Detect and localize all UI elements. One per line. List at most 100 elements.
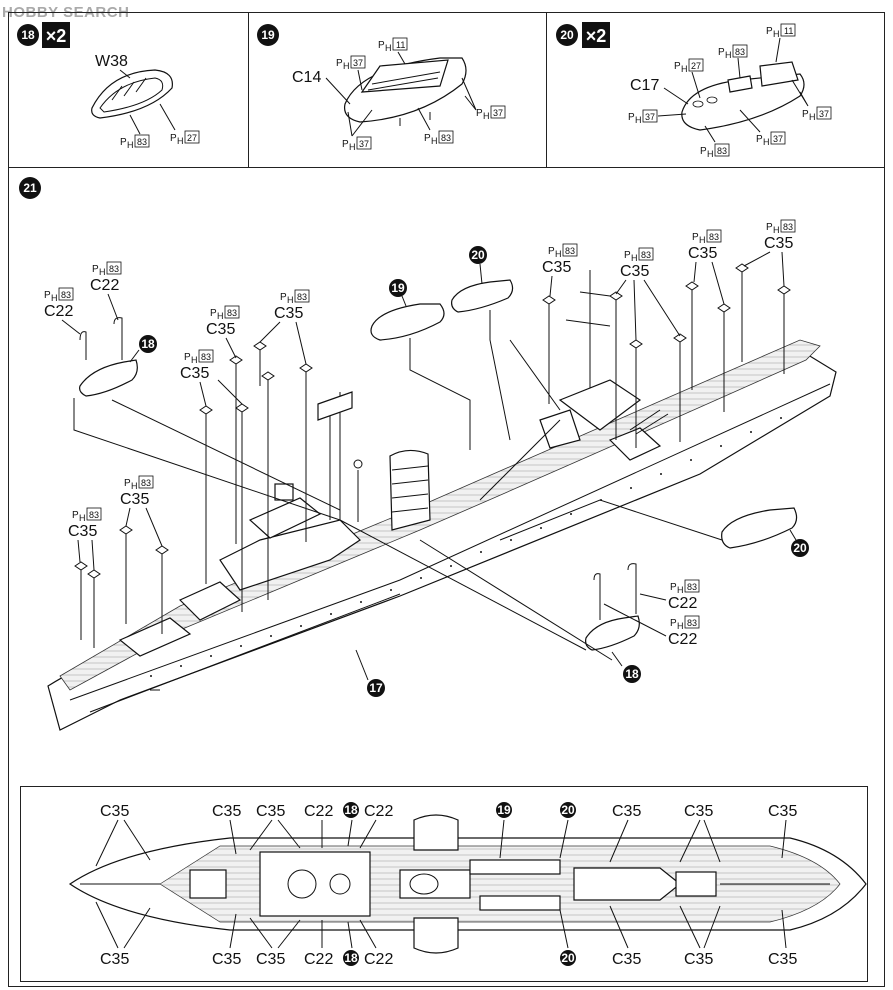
- svg-text:20: 20: [560, 28, 574, 42]
- mg-c35-group: [74, 263, 791, 648]
- svg-text:83: 83: [201, 352, 211, 362]
- svg-text:18: 18: [21, 28, 35, 42]
- svg-text:H: H: [349, 142, 356, 152]
- svg-text:P: P: [670, 582, 677, 593]
- svg-text:H: H: [51, 293, 58, 303]
- svg-text:H: H: [725, 50, 732, 60]
- step-18-badge: 18: [17, 24, 39, 46]
- svg-text:P: P: [674, 61, 681, 72]
- svg-text:C22: C22: [364, 951, 393, 968]
- svg-text:H: H: [483, 111, 490, 121]
- svg-text:P: P: [92, 264, 99, 275]
- svg-text:P: P: [378, 40, 385, 51]
- paint-ref-20-a: P H 83: [718, 44, 748, 60]
- svg-text:83: 83: [565, 246, 575, 256]
- svg-text:11: 11: [396, 40, 405, 50]
- plan-leader-lines: [95, 819, 787, 949]
- svg-text:27: 27: [691, 61, 701, 71]
- svg-text:P: P: [548, 246, 555, 257]
- badge-18-right: 18: [623, 665, 641, 683]
- svg-text:C35: C35: [212, 803, 241, 820]
- svg-text:H: H: [555, 249, 562, 259]
- svg-text:20: 20: [793, 541, 807, 555]
- svg-text:C35: C35: [256, 951, 285, 968]
- svg-text:P: P: [210, 308, 217, 319]
- svg-text:C35: C35: [120, 491, 149, 508]
- svg-text:P: P: [756, 134, 763, 145]
- svg-text:H: H: [699, 235, 706, 245]
- svg-text:H: H: [217, 311, 224, 321]
- svg-text:P: P: [120, 137, 127, 148]
- svg-text:20: 20: [471, 248, 485, 262]
- svg-text:C22: C22: [668, 631, 697, 648]
- svg-text:C35: C35: [684, 803, 713, 820]
- rowboat-w38: [91, 69, 173, 119]
- svg-text:37: 37: [773, 134, 783, 144]
- svg-text:83: 83: [735, 47, 745, 57]
- svg-text:21: 21: [23, 181, 37, 195]
- svg-text:83: 83: [441, 133, 451, 143]
- svg-text:C35: C35: [212, 951, 241, 968]
- svg-text:37: 37: [359, 139, 369, 149]
- svg-text:37: 37: [353, 58, 363, 68]
- svg-text:C22: C22: [364, 803, 393, 820]
- svg-text:P: P: [72, 510, 79, 521]
- svg-text:×2: ×2: [46, 26, 67, 46]
- svg-text:P: P: [342, 139, 349, 150]
- svg-text:H: H: [177, 136, 184, 146]
- paint-ref-18a: P H 83: [120, 134, 150, 150]
- svg-text:C35: C35: [542, 259, 571, 276]
- motor-boat-c17: [681, 61, 805, 131]
- svg-text:H: H: [707, 149, 714, 159]
- svg-text:H: H: [191, 355, 198, 365]
- svg-text:P: P: [692, 232, 699, 243]
- svg-text:20: 20: [561, 803, 575, 817]
- svg-text:P: P: [802, 109, 809, 120]
- paint-ref-20-b: P H 27: [674, 58, 704, 74]
- svg-text:83: 83: [137, 137, 147, 147]
- aft-mast: [539, 270, 642, 449]
- part-label-c17: C17: [630, 77, 659, 94]
- aft-turret: [608, 409, 669, 461]
- svg-text:83: 83: [109, 264, 119, 274]
- svg-text:H: H: [385, 43, 392, 53]
- paint-ref-20-e: P H 37: [756, 131, 786, 147]
- svg-text:P: P: [718, 47, 725, 58]
- svg-text:20: 20: [561, 951, 575, 965]
- svg-text:83: 83: [709, 232, 719, 242]
- svg-text:H: H: [431, 136, 438, 146]
- paint-ref-18b: P H 27: [170, 130, 200, 146]
- svg-text:83: 83: [783, 222, 793, 232]
- step-18-multiplier: ×2: [42, 22, 70, 48]
- svg-text:H: H: [287, 295, 294, 305]
- svg-text:H: H: [677, 585, 684, 595]
- svg-text:83: 83: [141, 478, 151, 488]
- svg-text:H: H: [127, 140, 134, 150]
- svg-text:H: H: [681, 64, 688, 74]
- svg-text:83: 83: [61, 290, 71, 300]
- svg-text:C35: C35: [100, 951, 129, 968]
- svg-text:37: 37: [819, 109, 829, 119]
- paint-ref-20-top: P H 11: [766, 23, 796, 39]
- svg-text:P: P: [336, 58, 343, 69]
- paint-ref-19-left: P H 37: [336, 55, 366, 71]
- svg-text:C35: C35: [688, 245, 717, 262]
- badge-20-main-top: 20: [469, 246, 487, 264]
- svg-text:H: H: [809, 112, 816, 122]
- boat-20-loose-right: [721, 507, 798, 549]
- svg-text:C35: C35: [768, 803, 797, 820]
- plan-hull: [68, 814, 867, 954]
- svg-text:C22: C22: [44, 303, 73, 320]
- svg-text:H: H: [773, 225, 780, 235]
- svg-text:C35: C35: [612, 803, 641, 820]
- part-label-w38: W38: [95, 53, 128, 70]
- svg-text:C22: C22: [668, 595, 697, 612]
- svg-text:H: H: [343, 61, 350, 71]
- svg-text:P: P: [628, 112, 635, 123]
